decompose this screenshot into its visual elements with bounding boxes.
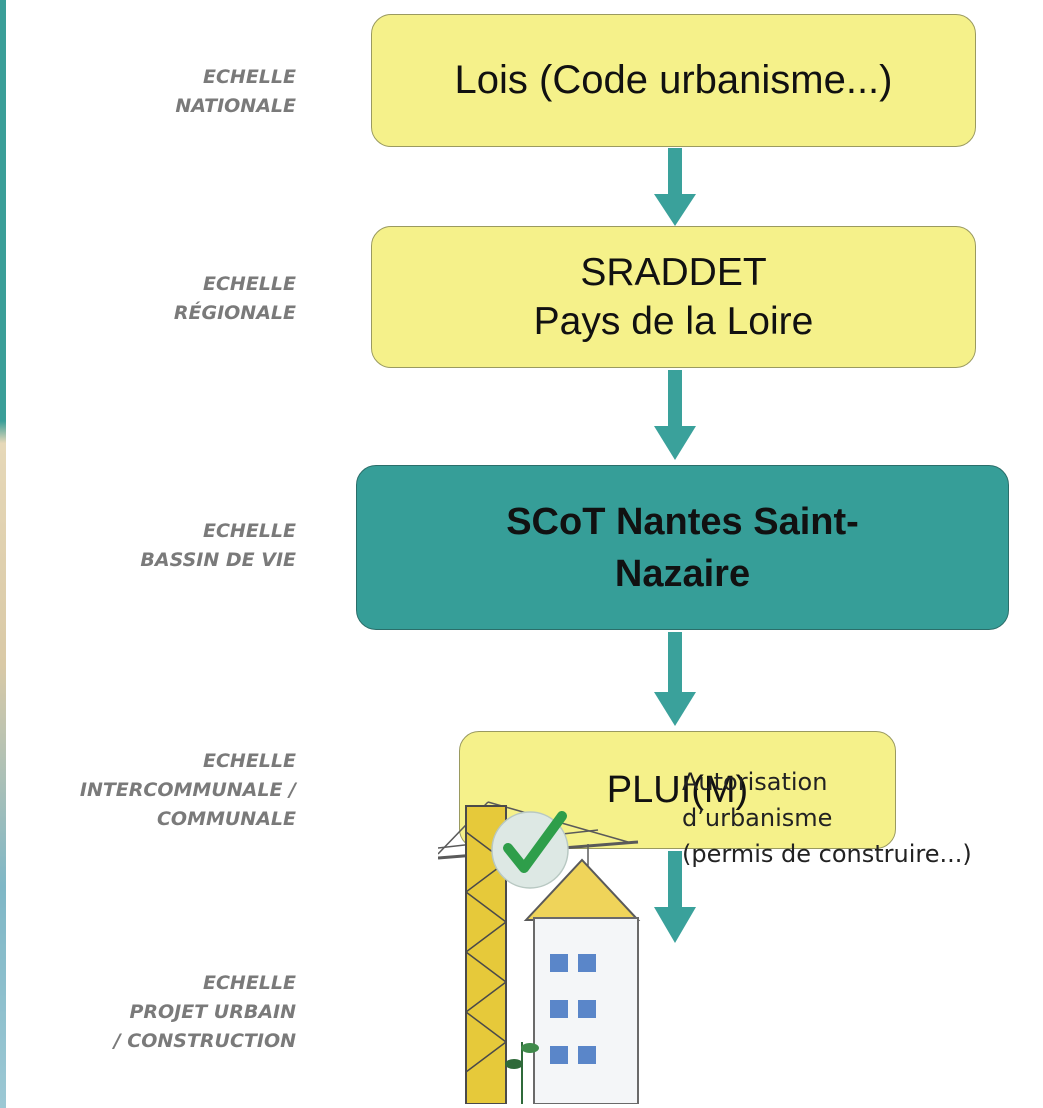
scale-label-line: ECHELLE — [203, 66, 296, 88]
scale-label-line: PROJET URBAIN — [129, 1001, 296, 1023]
scale-label-line: INTERCOMMUNALE / — [79, 779, 296, 801]
scale-label-line: ECHELLE — [203, 750, 296, 772]
plant-icon — [505, 1042, 539, 1104]
box-sraddet-label-line2: Pays de la Loire — [533, 300, 814, 343]
scale-label-line: NATIONALE — [175, 95, 296, 117]
scale-label-bassin-de-vie: ECHELLE BASSIN DE VIE — [140, 517, 296, 575]
left-edge-decoration — [0, 0, 6, 1108]
box-scot-label-line1: SCoT Nantes Saint- — [506, 500, 859, 543]
authorisation-line1: Autorisation — [682, 768, 828, 796]
authorisation-line3: (permis de construire...) — [682, 840, 972, 868]
authorisation-line2: d’urbanisme — [682, 804, 833, 832]
scale-label-line: RÉGIONALE — [173, 302, 296, 324]
scale-label-intercommunale: ECHELLE INTERCOMMUNALE / COMMUNALE — [80, 747, 296, 834]
scale-label-regional: ECHELLE RÉGIONALE — [174, 270, 296, 328]
arrow-down-2 — [654, 370, 696, 460]
authorisation-text: Autorisation d’urbanisme (permis de cons… — [682, 764, 972, 872]
scale-label-line: COMMUNALE — [156, 808, 296, 830]
scale-label-projet-urbain: ECHELLE PROJET URBAIN / CONSTRUCTION — [114, 969, 296, 1056]
scale-label-line: / CONSTRUCTION — [113, 1030, 296, 1052]
scale-label-line: BASSIN DE VIE — [140, 549, 296, 571]
box-sraddet: SRADDET Pays de la Loire — [371, 226, 976, 368]
box-pluim-label: PLUI(M) — [606, 768, 749, 811]
box-lois-label: Lois (Code urbanisme...) — [454, 58, 893, 102]
arrow-down-1 — [654, 148, 696, 226]
scale-label-line: ECHELLE — [203, 273, 296, 295]
arrow-down-3 — [654, 632, 696, 726]
construction-illustration — [438, 801, 641, 1104]
checkmark-icon — [491, 811, 569, 889]
building-icon — [523, 858, 641, 1104]
arrow-down-4 — [654, 851, 696, 943]
box-sraddet-label-line1: SRADDET — [580, 251, 767, 294]
scale-label-line: ECHELLE — [203, 972, 296, 994]
box-lois: Lois (Code urbanisme...) — [371, 14, 976, 147]
scale-label-national: ECHELLE NATIONALE — [175, 63, 296, 121]
box-scot: SCoT Nantes Saint- Nazaire — [356, 465, 1009, 630]
box-scot-label-line2: Nazaire — [614, 552, 751, 595]
scale-label-line: ECHELLE — [203, 520, 296, 542]
